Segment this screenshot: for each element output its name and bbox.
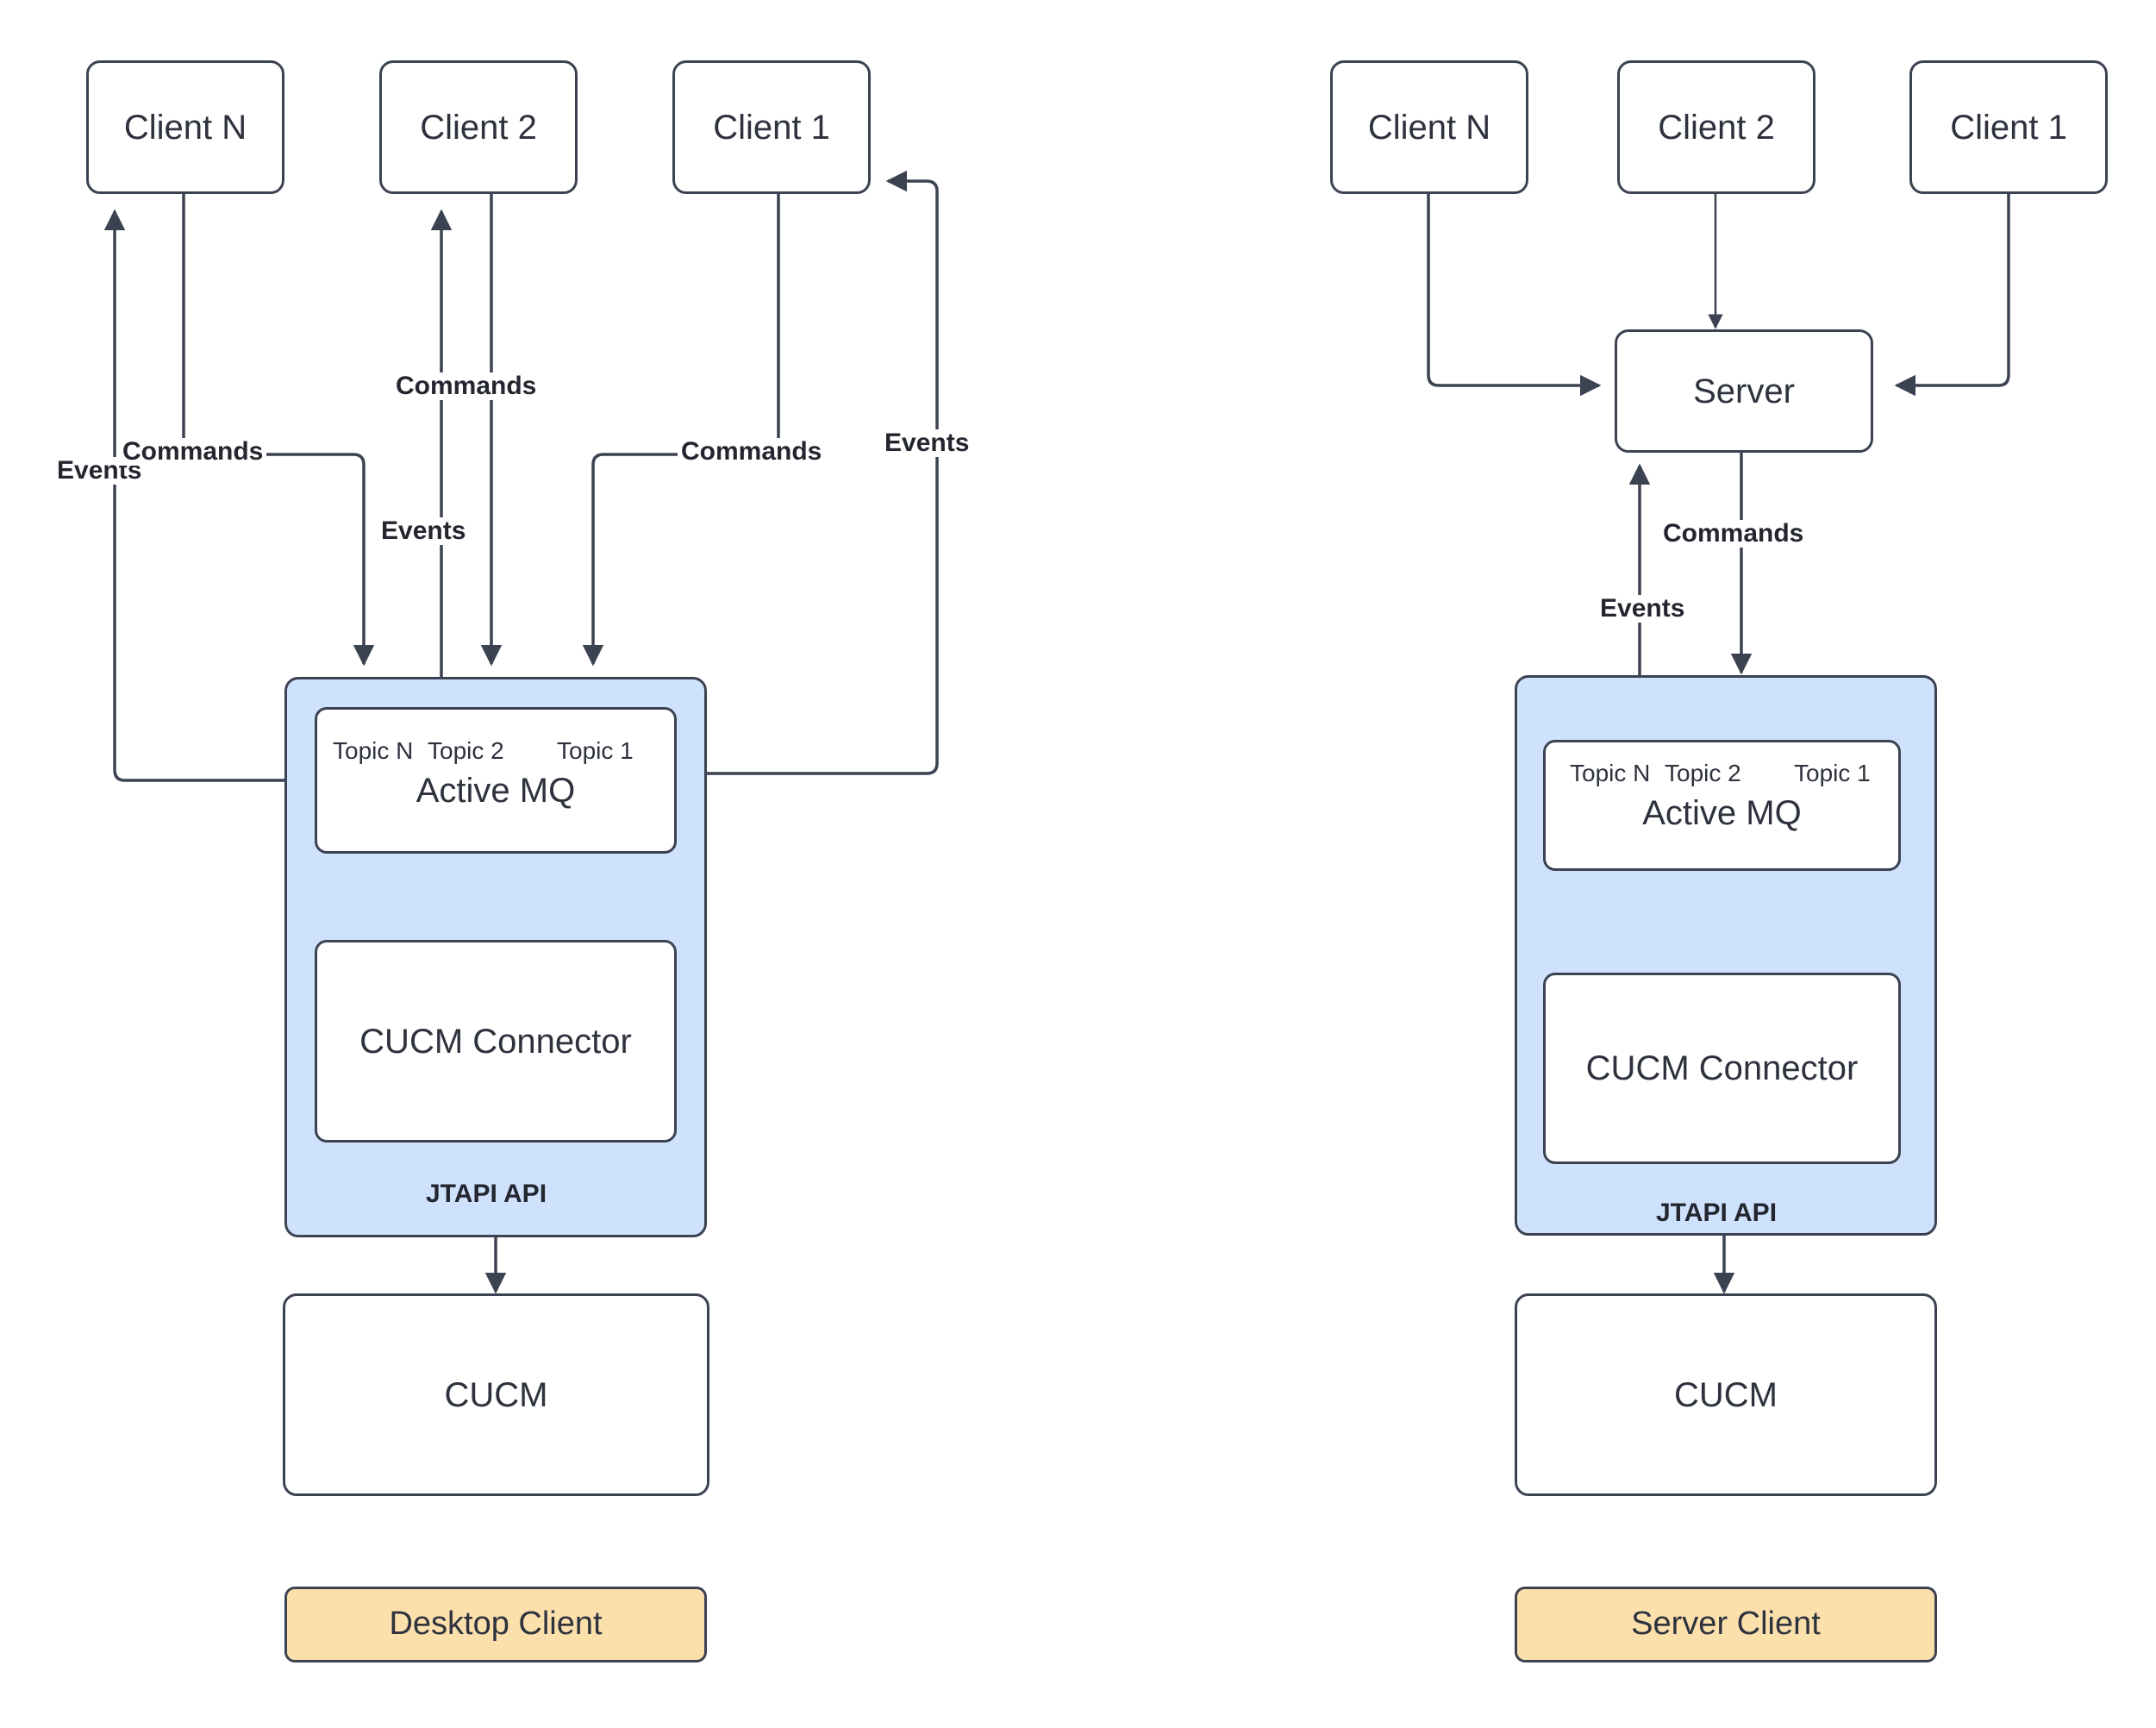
left-client-1-label: Client 1 [713, 108, 830, 147]
edge-right-client-1-server [1894, 194, 2010, 397]
right-legend-label: Server Client [1631, 1606, 1821, 1643]
left-client-1-box[interactable]: Client 1 [672, 60, 871, 194]
left-cucm-connector-box[interactable]: CUCM Connector [315, 940, 677, 1143]
right-commands-edge-label: Commands [1659, 520, 1808, 548]
edge-left-commands-client-1 [582, 194, 780, 667]
left-client-2-box[interactable]: Client 2 [379, 60, 578, 194]
right-client-2-label: Client 2 [1658, 108, 1775, 147]
right-client-2-box[interactable]: Client 2 [1617, 60, 1815, 194]
right-client-1-box[interactable]: Client 1 [1909, 60, 2108, 194]
right-active-mq-title: Active MQ [1642, 794, 1802, 832]
right-topic-1-label: Topic 1 [1794, 760, 1871, 786]
right-server-label: Server [1693, 372, 1795, 410]
right-client-n-box[interactable]: Client N [1330, 60, 1528, 194]
left-events-client-1-edge-label: Events [881, 429, 973, 457]
right-events-edge-label: Events [1597, 595, 1689, 623]
right-cucm-label: CUCM [1674, 1375, 1778, 1414]
edge-left-events-client-1 [707, 170, 939, 775]
left-active-mq-title: Active MQ [416, 772, 576, 810]
left-legend-desktop-client[interactable]: Desktop Client [284, 1587, 707, 1662]
left-topic-1-label: Topic 1 [557, 737, 634, 764]
left-client-2-label: Client 2 [420, 108, 537, 147]
right-topic-2-label: Topic 2 [1665, 760, 1741, 786]
right-server-box[interactable]: Server [1615, 329, 1873, 453]
left-active-mq-box[interactable]: Topic N Topic 2 Topic 1 Active MQ [315, 707, 677, 854]
left-events-client-n-edge-label: Events [53, 457, 146, 485]
right-jtapi-api-label: JTAPI API [1651, 1199, 1783, 1228]
left-client-n-box[interactable]: Client N [86, 60, 284, 194]
right-cucm-connector-label: CUCM Connector [1585, 1049, 1859, 1087]
edge-right-client-n-server [1427, 194, 1602, 397]
right-cucm-connector-box[interactable]: CUCM Connector [1543, 973, 1901, 1164]
left-topic-n-label: Topic N [333, 737, 414, 764]
left-commands-client-1-edge-label: Commands [678, 438, 826, 466]
left-events-client-2-edge-label: Events [378, 517, 470, 545]
right-client-1-label: Client 1 [1950, 108, 2067, 147]
left-commands-client-2-edge-label: Commands [392, 373, 541, 400]
left-client-n-label: Client N [123, 108, 247, 147]
left-legend-label: Desktop Client [389, 1606, 603, 1643]
left-cucm-label: CUCM [444, 1375, 548, 1414]
left-cucm-connector-label: CUCM Connector [359, 1022, 632, 1061]
right-legend-server-client[interactable]: Server Client [1515, 1587, 1937, 1662]
right-topic-n-label: Topic N [1570, 760, 1651, 786]
left-topic-2-label: Topic 2 [428, 737, 504, 764]
right-client-n-label: Client N [1367, 108, 1491, 147]
left-jtapi-api-label: JTAPI API [421, 1180, 553, 1209]
left-commands-client-n-edge-label: Commands [119, 438, 267, 466]
left-cucm-box[interactable]: CUCM [283, 1293, 709, 1496]
right-cucm-box[interactable]: CUCM [1515, 1293, 1937, 1496]
edge-left-commands-client-n [182, 194, 375, 667]
right-active-mq-box[interactable]: Topic N Topic 2 Topic 1 Active MQ [1543, 740, 1901, 871]
